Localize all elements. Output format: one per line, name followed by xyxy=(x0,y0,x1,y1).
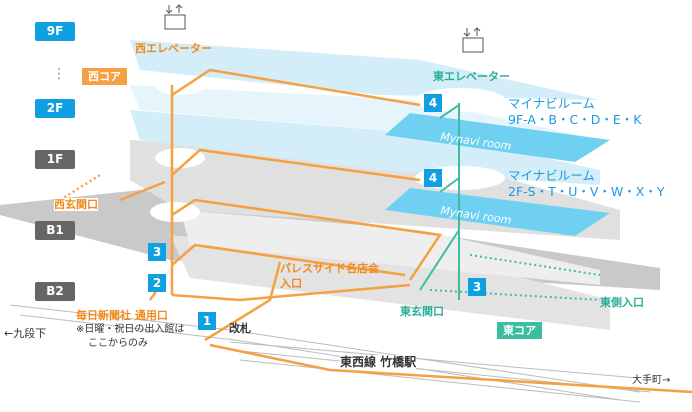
room-2f-ids: 2F-S・T・U・V・W・X・Y xyxy=(508,184,665,199)
elevator-icon xyxy=(164,4,186,30)
east-route xyxy=(419,103,601,301)
floor-dots: ⋮ xyxy=(52,66,66,82)
palace-side-label: パレスサイド名店会 xyxy=(280,262,379,275)
b1-lower xyxy=(170,235,610,330)
holiday-note-2: ここからのみ xyxy=(88,338,148,349)
west-route xyxy=(59,68,692,394)
b2-ground xyxy=(0,296,692,412)
floor-b1: B1 xyxy=(35,221,75,240)
9f-plane xyxy=(130,40,600,100)
route-badge: 2 xyxy=(148,274,166,292)
elevator-icon xyxy=(462,27,484,53)
mynavi-room-2f xyxy=(385,188,610,236)
east-core: 東コア xyxy=(497,322,542,339)
mynavi-room-9f xyxy=(385,113,610,162)
floor-1f: 1F xyxy=(35,150,75,169)
otemachi-direction: 大手町→ xyxy=(632,375,671,387)
mainichi-entrance-label: 毎日新聞社 通用口 xyxy=(76,309,168,322)
palace-side-entrance: 入口 xyxy=(280,277,302,290)
west-elevator-label: 西エレベーター xyxy=(135,42,212,55)
route-badge: 3 xyxy=(148,243,166,261)
ticket-gate-label: 改札 xyxy=(229,322,251,335)
b1-mid xyxy=(180,210,600,285)
kudanshita-direction: ←九段下 xyxy=(4,327,47,340)
east-entrance-label: 東玄関口 xyxy=(400,305,444,318)
floor-b2: B2 xyxy=(35,282,75,301)
core-circle xyxy=(155,75,205,95)
west-entrance-label: 西玄関口 xyxy=(54,198,98,212)
room-2f-name: マイナビルーム xyxy=(508,168,595,183)
2f-plane xyxy=(130,110,600,185)
route-badge: 1 xyxy=(198,312,216,330)
east-elevator-label: 東エレベーター xyxy=(433,70,510,83)
station-name: 東西線 竹橋駅 xyxy=(340,355,417,370)
room-9f-name: マイナビルーム xyxy=(508,96,595,111)
floor-9f: 9F xyxy=(35,22,75,41)
floor-2f: 2F xyxy=(35,99,75,118)
core-circle xyxy=(155,148,205,168)
route-badge: 4 xyxy=(424,94,442,112)
route-badge: 4 xyxy=(424,169,442,187)
route-badge: 3 xyxy=(468,278,486,296)
west-core: 西コア xyxy=(82,68,127,85)
east-side-entrance-label: 東側入口 xyxy=(600,296,644,309)
room-9f-ids: 9F-A・B・C・D・E・K xyxy=(508,112,642,127)
holiday-note: ※日曜・祝日の出入館は xyxy=(76,324,185,335)
